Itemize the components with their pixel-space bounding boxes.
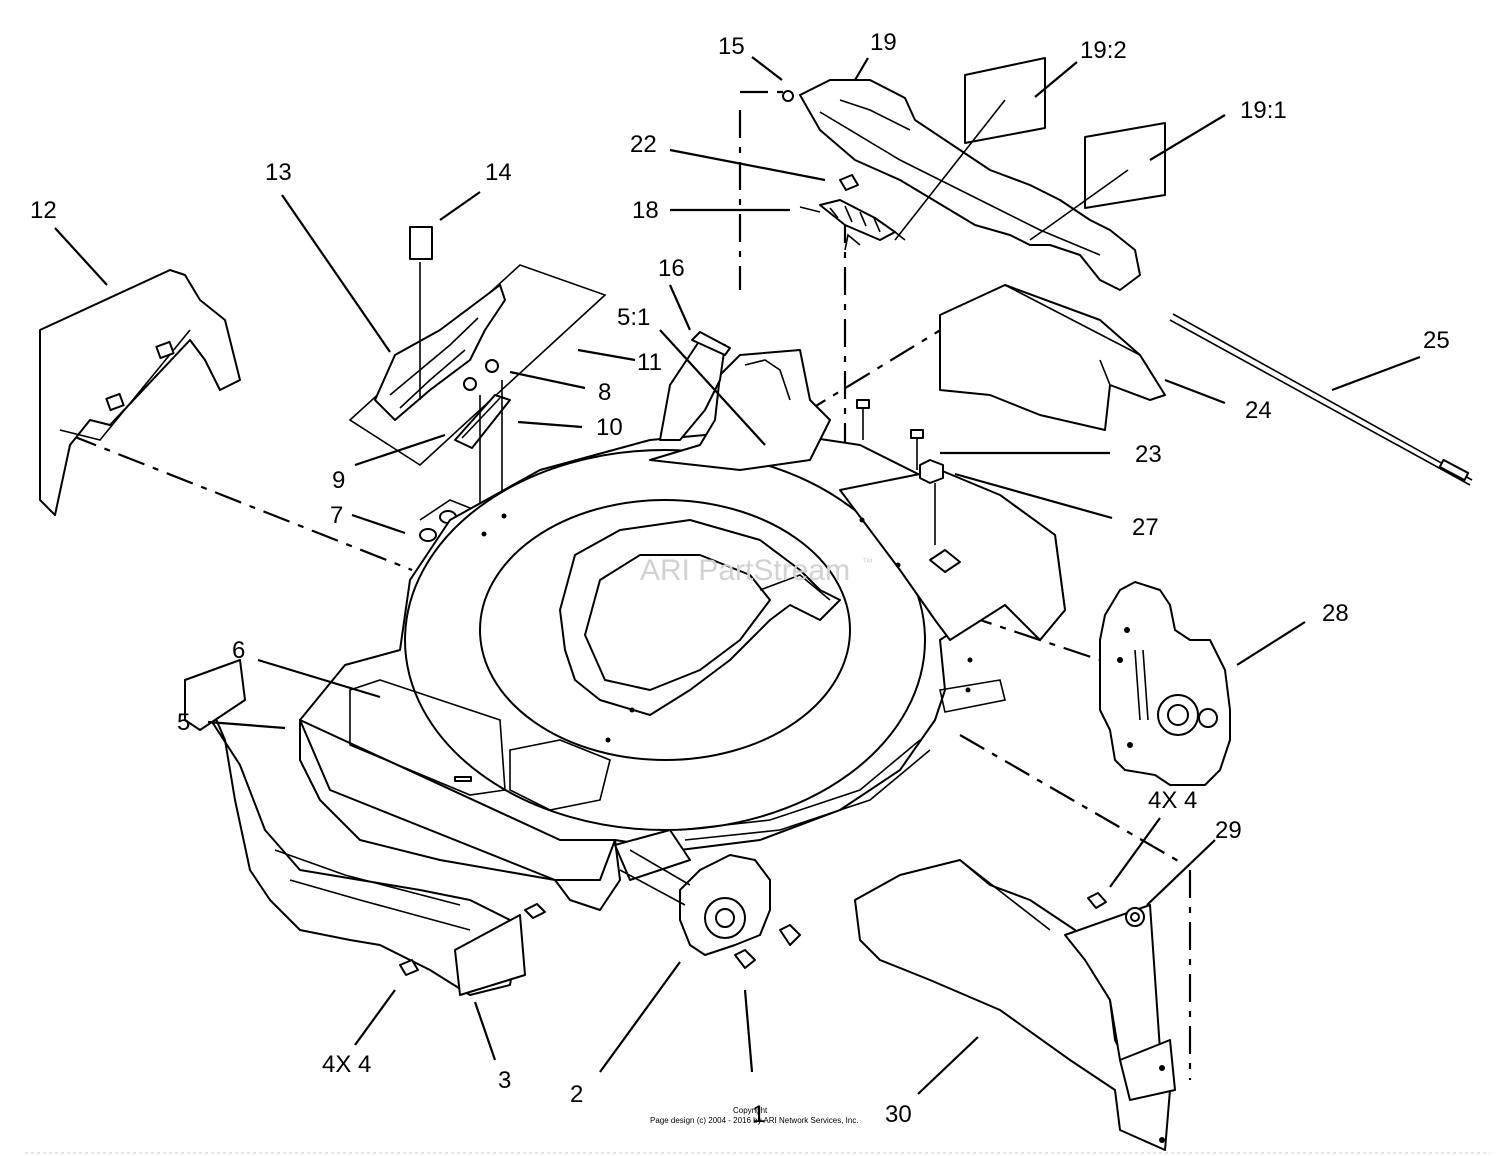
part-25-rod bbox=[1169, 313, 1473, 486]
callout-7: 7 bbox=[330, 502, 343, 529]
callout-4x4-right: 4X 4 bbox=[1148, 787, 1197, 814]
part-2-wheel-plate bbox=[619, 849, 801, 969]
callout-24: 24 bbox=[1245, 397, 1272, 424]
callout-5-1: 5:1 bbox=[617, 304, 650, 331]
callout-12: 12 bbox=[30, 197, 57, 224]
part-12-rear-cover bbox=[39, 269, 241, 516]
leader-lines bbox=[54, 56, 1421, 1095]
part-5-1-rear-bracket bbox=[649, 331, 831, 471]
callout-1: 1 bbox=[752, 1101, 765, 1128]
callout-13: 13 bbox=[265, 159, 292, 186]
callout-6: 6 bbox=[232, 637, 245, 664]
callout-19-2: 19:2 bbox=[1080, 37, 1127, 64]
part-28-right-bracket bbox=[1099, 581, 1231, 786]
callout-19: 19 bbox=[870, 29, 897, 56]
callout-2: 2 bbox=[570, 1081, 583, 1108]
part-7-nuts bbox=[419, 499, 476, 542]
callout-28: 28 bbox=[1322, 600, 1349, 627]
callout-30: 30 bbox=[885, 1101, 912, 1128]
callout-8: 8 bbox=[598, 379, 611, 406]
part-3-left-axle-bracket bbox=[184, 659, 546, 996]
callout-22: 22 bbox=[630, 131, 657, 158]
callout-23: 23 bbox=[1135, 441, 1162, 468]
watermark-trademark: ™ bbox=[862, 557, 873, 569]
part-5-mower-deck bbox=[299, 429, 1066, 911]
callout-15: 15 bbox=[718, 33, 745, 60]
part-24-rear-flap bbox=[939, 284, 1166, 431]
callout-18: 18 bbox=[632, 197, 659, 224]
callout-29: 29 bbox=[1215, 817, 1242, 844]
copyright-notice: Copyright Page design (c) 2004 - 2016 by… bbox=[650, 1106, 859, 1125]
callout-11: 11 bbox=[637, 349, 662, 376]
callout-14: 14 bbox=[485, 159, 512, 186]
copyright-line-2: Page design (c) 2004 - 2016 by ARI Netwo… bbox=[650, 1116, 859, 1125]
copyright-line-1: Copyright bbox=[733, 1106, 768, 1115]
watermark-text: ARI PartStream bbox=[640, 554, 850, 587]
callout-labels: 15 19 19:2 19:1 22 18 16 5:1 12 13 14 11… bbox=[30, 29, 1450, 1128]
callout-9: 9 bbox=[332, 467, 345, 494]
callout-3: 3 bbox=[498, 1067, 511, 1094]
callout-27: 27 bbox=[1132, 514, 1159, 541]
watermark: ARI PartStream ™ bbox=[640, 554, 873, 587]
callout-25: 25 bbox=[1423, 327, 1450, 354]
part-19-handle-bracket bbox=[782, 57, 1166, 291]
callout-10: 10 bbox=[596, 414, 623, 441]
callout-19-1: 19:1 bbox=[1240, 97, 1287, 124]
part-23-27-bolts bbox=[856, 399, 944, 545]
callout-4x4-left: 4X 4 bbox=[322, 1051, 371, 1078]
callout-5: 5 bbox=[177, 709, 190, 736]
callout-16: 16 bbox=[658, 255, 685, 282]
part-30-side-skirt bbox=[854, 859, 1176, 1151]
part-18-spring bbox=[799, 174, 906, 251]
